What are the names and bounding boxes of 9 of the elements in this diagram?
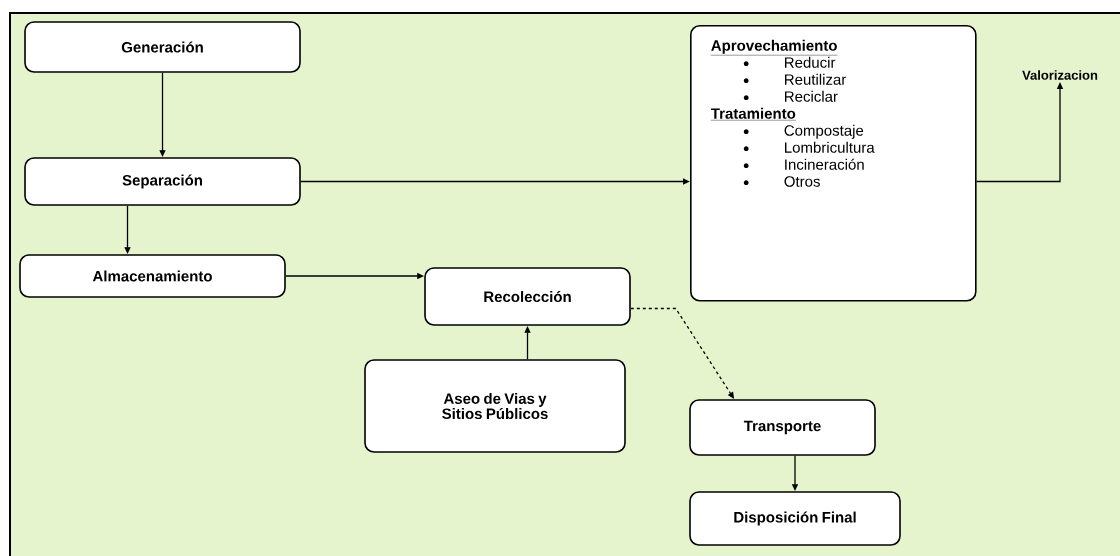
bare-text: Valorizacion	[1022, 70, 1098, 80]
process-box: Aseo de Vias y Sitios Públicos	[364, 359, 626, 453]
list-box: Aprovechamiento Reducir Reutilizar Reciclar Tratamiento Compostaje Lombricultura Incineración Otros	[690, 25, 977, 302]
process-box: Separación	[24, 157, 301, 206]
process-box: Transporte	[689, 399, 876, 456]
process-box: Generación	[24, 21, 301, 73]
process-box: Disposición Final	[689, 491, 901, 546]
process-box: Almacenamiento	[19, 254, 286, 298]
process-box: Recolección	[424, 267, 631, 326]
